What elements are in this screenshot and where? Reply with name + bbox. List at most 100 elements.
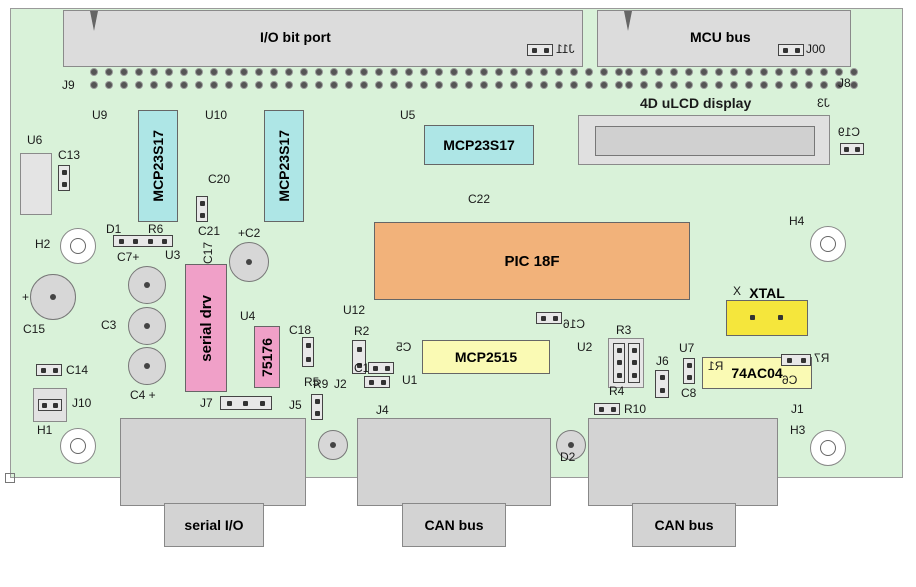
label-c21: C21 <box>198 224 221 238</box>
label-r9j2: R9 <box>313 377 329 391</box>
label-j7: J7 <box>200 396 213 410</box>
label-u2: U2 <box>577 340 593 354</box>
u5-chip: MCP23S17 <box>424 125 534 165</box>
io-bit-port-header: I/O bit port <box>63 10 583 67</box>
mounting-hole-h4 <box>810 226 846 262</box>
c21-pads <box>196 196 208 222</box>
label-j6: J6 <box>656 354 669 368</box>
j5-jumper <box>311 394 323 420</box>
label-c6: C6 <box>782 373 798 387</box>
label-plus: + <box>22 290 30 304</box>
c16-pads <box>536 312 562 324</box>
c8-pads <box>683 358 695 384</box>
label-j2: J2 <box>334 377 347 391</box>
pin1-marker-icon <box>624 11 632 31</box>
label-u5: U5 <box>400 108 416 122</box>
mounting-hole-h3 <box>810 430 846 466</box>
label-c1: C1 <box>354 361 370 375</box>
label-u6: U6 <box>27 133 43 147</box>
label-j8: J8 <box>838 76 851 90</box>
display-label: 4D uLCD display <box>640 95 752 111</box>
u2-pads-left <box>613 343 625 383</box>
mounting-hole-h2 <box>60 228 96 264</box>
capacitor-c7 <box>128 266 166 304</box>
r7-pads <box>781 354 811 366</box>
label-c2: +C2 <box>238 226 261 240</box>
can2-dsub-shell <box>588 418 778 506</box>
j2-jumper <box>364 376 390 388</box>
u6-regulator <box>20 153 52 215</box>
origin-marker-icon <box>5 473 15 483</box>
label-j9: J9 <box>62 78 75 92</box>
c13-pads <box>58 165 70 191</box>
j6-jumper <box>655 370 669 398</box>
capacitor-c4 <box>128 347 166 385</box>
label-r7: R7 <box>814 351 830 365</box>
xtal-label: XTAL <box>749 285 785 301</box>
u2-pads-right <box>628 343 640 383</box>
label-j5: J5 <box>289 398 302 412</box>
label-c15: C15 <box>23 322 46 336</box>
display-connector <box>578 115 830 165</box>
xtal-crystal: XTAL <box>726 285 808 336</box>
mcu-bus-header: MCU bus <box>597 10 851 67</box>
label-u12: U12 <box>343 303 366 317</box>
serial-io-connector[interactable]: serial I/O <box>164 503 264 547</box>
label-c16: C16 <box>563 317 586 331</box>
u2-transceiver <box>608 338 644 388</box>
label-r10: R10 <box>624 402 647 416</box>
u4-chip: 75176 <box>254 326 280 388</box>
c18-pads <box>302 337 314 367</box>
serial-io-label: serial I/O <box>184 517 244 533</box>
j7-jumper <box>220 396 272 410</box>
label-u9: U9 <box>92 108 108 122</box>
d1-r6-pads <box>113 235 173 247</box>
label-c18: C18 <box>289 323 312 337</box>
label-d2: D2 <box>560 450 576 464</box>
r2-pads <box>352 340 366 374</box>
c19-pads <box>840 143 864 155</box>
label-j10: J10 <box>72 396 92 410</box>
label-u1: U1 <box>402 373 418 387</box>
capacitor-c2 <box>229 242 269 282</box>
label-h1: H1 <box>37 423 53 437</box>
label-c22: C22 <box>468 192 491 206</box>
label-u3: U3 <box>165 248 181 262</box>
label-r3: R3 <box>616 323 632 337</box>
j9-pin-row-bottom <box>90 81 623 89</box>
serial-dsub-shell <box>120 418 306 506</box>
label-r6: R6 <box>148 222 164 236</box>
label-j4: J4 <box>376 403 389 417</box>
pic-label: PIC 18F <box>504 252 560 270</box>
j8-pin-row-bottom <box>625 81 858 89</box>
label-r1: R1 <box>708 359 724 373</box>
j11-jumper <box>527 44 553 56</box>
xtal-pads <box>738 310 794 324</box>
label-u7: U7 <box>679 341 695 355</box>
can1-dsub-shell <box>357 418 551 506</box>
j10-pads <box>38 399 62 411</box>
label-c20: C20 <box>208 172 231 186</box>
label-u10: U10 <box>205 108 228 122</box>
capacitor-c3 <box>128 307 166 345</box>
can-bus-connector-1[interactable]: CAN bus <box>402 503 506 547</box>
label-c3: C3 <box>101 318 117 332</box>
u10-label: MCP23S17 <box>276 130 292 202</box>
can-bus-connector-2[interactable]: CAN bus <box>632 503 736 547</box>
u9-chip: MCP23S17 <box>138 110 178 222</box>
label-j11: J11 <box>556 42 575 56</box>
serial-drv-label: serial drv <box>197 294 215 362</box>
capacitor-c15 <box>30 274 76 320</box>
label-c17: C17 <box>201 241 216 265</box>
u9-label: MCP23S17 <box>150 130 166 202</box>
u10-chip: MCP23S17 <box>264 110 304 222</box>
label-c13: C13 <box>58 148 81 162</box>
label-r5: R5 <box>304 375 320 389</box>
io-bit-port-label: I/O bit port <box>260 29 331 45</box>
label-r2: R2 <box>354 324 370 338</box>
label-d1: D1 <box>106 222 122 236</box>
led-d2 <box>556 430 586 460</box>
j9-pin-row-top <box>90 68 623 76</box>
u5-label: MCP23S17 <box>443 137 515 153</box>
pin1-marker-icon <box>90 11 98 31</box>
